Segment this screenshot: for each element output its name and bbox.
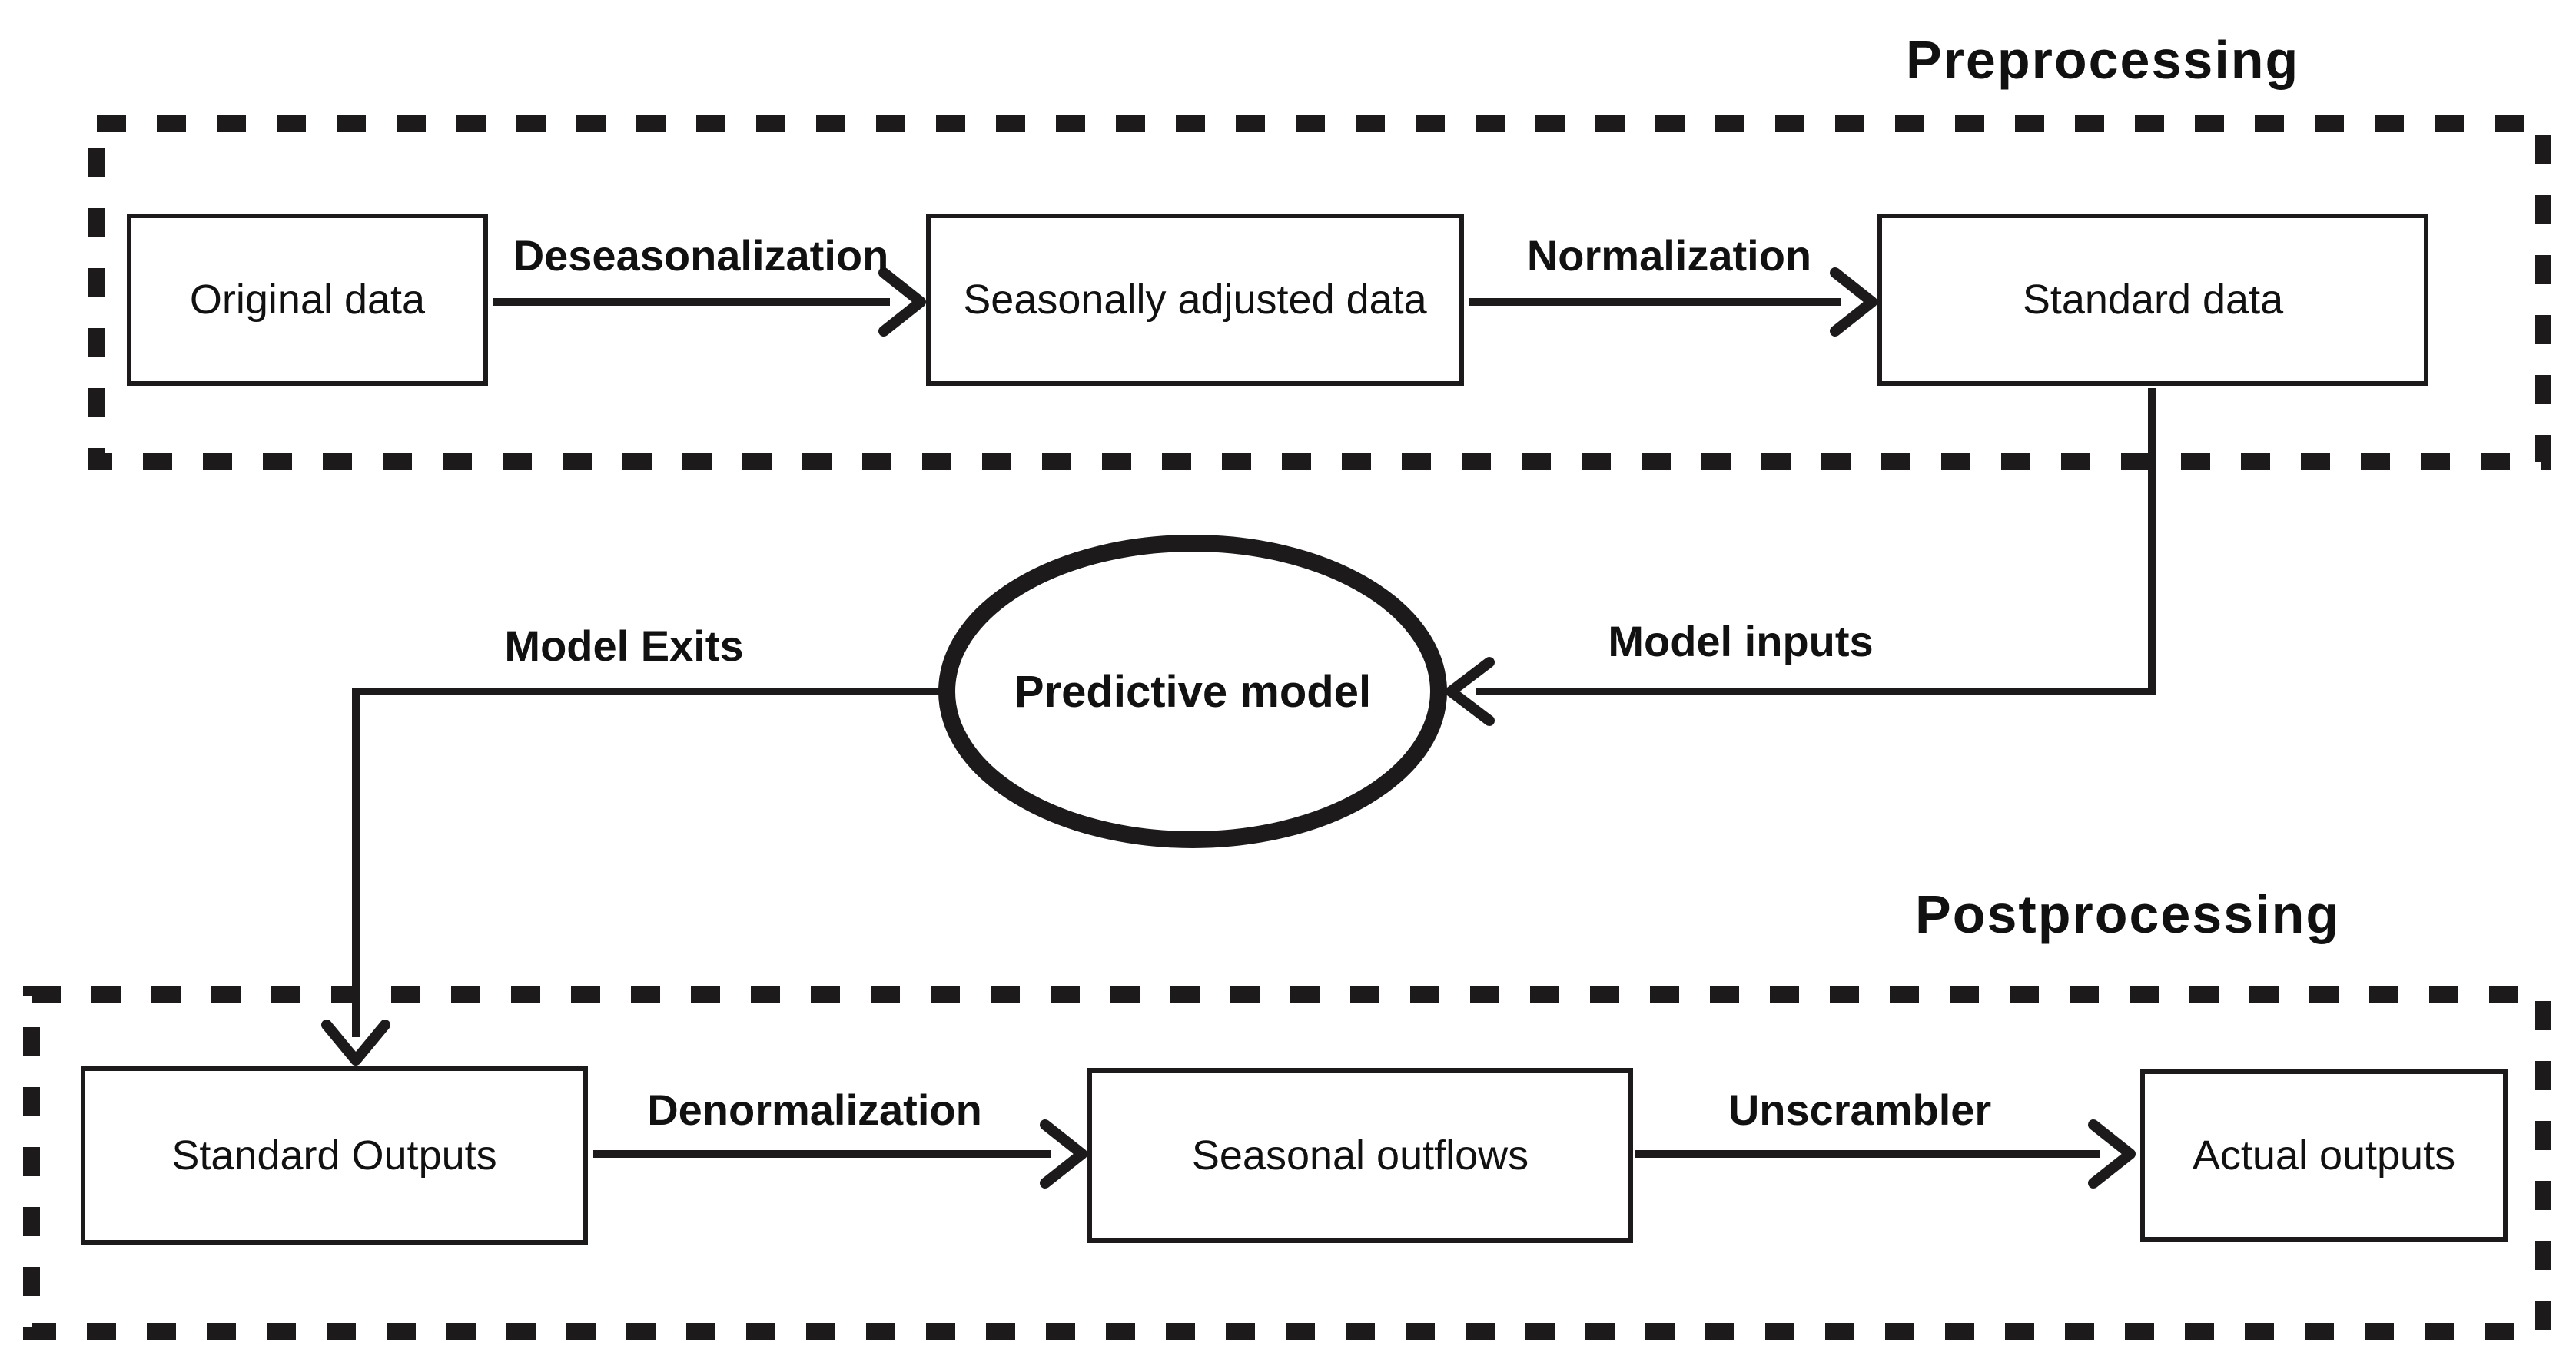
arrowhead-right-icon — [2088, 1119, 2136, 1189]
node-standard-data: Standard data — [1877, 214, 2428, 386]
node-label: Seasonal outflows — [1191, 1132, 1529, 1179]
edge-label-normalization: Normalization — [1526, 231, 1812, 280]
edge-label-unscrambler: Unscrambler — [1728, 1086, 1992, 1134]
node-seasonally-adjusted-data: Seasonally adjusted data — [926, 214, 1464, 386]
node-label: Standard data — [2022, 277, 2284, 323]
arrow-unscrambler — [1635, 1119, 2136, 1189]
node-label: Actual outputs — [2192, 1132, 2456, 1179]
edge-label-deseasonalization: Deseasonalization — [513, 231, 889, 280]
edge-label-model-exits: Model Exits — [504, 622, 744, 670]
preprocessing-region-border — [88, 115, 2551, 470]
node-standard-outputs: Standard Outputs — [81, 1066, 588, 1245]
arrow-deseasonalization — [493, 267, 926, 337]
node-label: Standard Outputs — [171, 1132, 497, 1179]
postprocessing-title: Postprocessing — [1915, 884, 2341, 944]
node-predictive-model: Predictive model — [947, 543, 1439, 840]
node-label: Seasonally adjusted data — [963, 277, 1427, 323]
node-label: Original data — [189, 277, 426, 323]
arrowhead-right-icon — [1830, 267, 1877, 337]
node-original-data: Original data — [127, 214, 488, 386]
edge-label-denormalization: Denormalization — [647, 1086, 982, 1134]
node-label: Predictive model — [1014, 666, 1372, 717]
preprocessing-title: Preprocessing — [1906, 30, 2300, 90]
arrowhead-left-icon — [1446, 657, 1495, 726]
arrow-normalization — [1469, 267, 1877, 337]
arrow-denormalization — [593, 1119, 1087, 1189]
arrowhead-down-icon — [321, 1020, 390, 1066]
node-seasonal-outflows: Seasonal outflows — [1087, 1068, 1633, 1243]
postprocessing-region-border — [23, 986, 2551, 1340]
arrow-model-exits — [321, 688, 953, 1066]
arrow-model-inputs — [1446, 388, 2156, 726]
edge-label-model-inputs: Model inputs — [1608, 617, 1874, 665]
node-actual-outputs: Actual outputs — [2140, 1069, 2508, 1242]
arrowhead-right-icon — [1040, 1119, 1087, 1189]
arrowhead-right-icon — [878, 267, 926, 337]
